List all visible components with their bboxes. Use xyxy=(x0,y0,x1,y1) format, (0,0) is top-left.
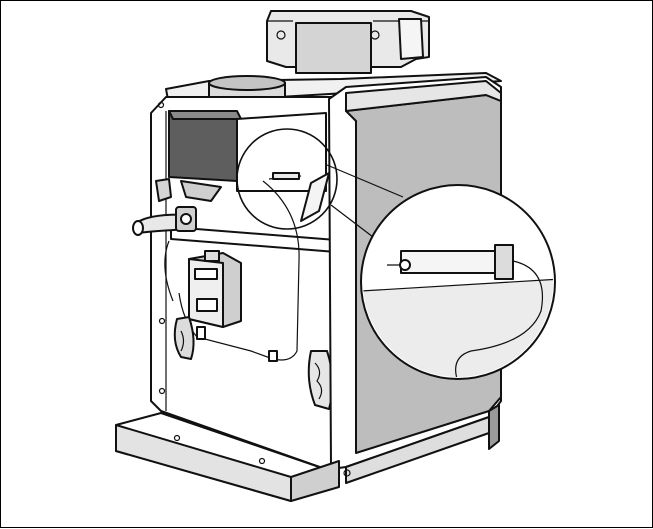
sight-glass-left xyxy=(173,316,195,360)
sight-glass-right xyxy=(307,350,334,410)
gas-pipe xyxy=(132,178,197,236)
control-module xyxy=(188,250,242,328)
base-plinth xyxy=(115,412,340,502)
callout-leader-lines xyxy=(326,164,404,238)
callout-detail xyxy=(360,184,556,380)
burner-housing xyxy=(168,110,327,202)
flue-collar xyxy=(266,10,430,74)
highlight-circle xyxy=(236,128,338,230)
